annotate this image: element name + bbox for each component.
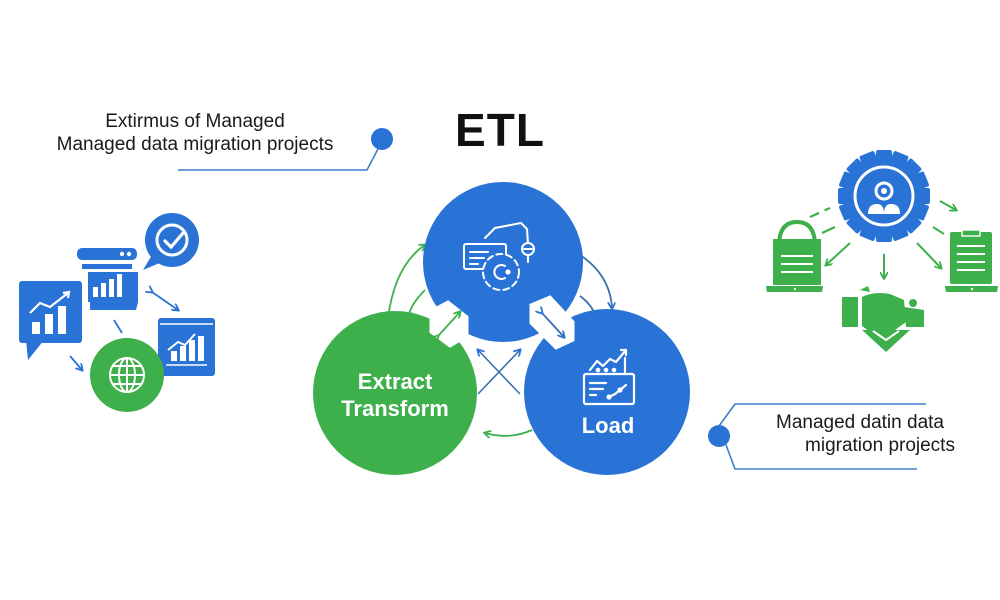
arrow-gear-to-laptop-lock bbox=[826, 242, 851, 265]
connector-badge-left bbox=[429, 300, 469, 348]
callout-bottom-right: Managed datin data migration projects bbox=[730, 411, 990, 457]
cluster-arrow-bidirectional bbox=[152, 292, 178, 310]
callout-top-left-line1: Extirmus of Managed bbox=[105, 111, 285, 132]
arrow-gear-to-laptop-clipboard bbox=[916, 242, 941, 268]
page-title: ETL bbox=[455, 104, 545, 156]
analytics-dashboard-icon bbox=[582, 348, 636, 406]
arrow-extract-to-transform bbox=[387, 245, 425, 319]
checkmark-bubble-icon bbox=[143, 213, 199, 270]
callout-top-left-line2: Managed data migration projects bbox=[56, 134, 334, 155]
circle-transform-label: Transform bbox=[341, 396, 449, 421]
callout-dot-bottom-right bbox=[708, 425, 730, 447]
connector-badge-right bbox=[529, 295, 575, 350]
laptop-lock-icon bbox=[766, 219, 823, 292]
laptop-clipboard-icon bbox=[945, 229, 998, 292]
left-icon-cluster bbox=[19, 213, 215, 412]
data-transform-icon bbox=[463, 222, 535, 291]
callout-connector-bottom-right bbox=[708, 403, 926, 470]
cross-arrow-2 bbox=[478, 350, 521, 395]
right-icon-cluster bbox=[766, 150, 998, 352]
chart-chat-bubble-icon bbox=[19, 281, 82, 360]
circle-extract-label: Extract bbox=[358, 369, 433, 394]
circle-load-label: Load bbox=[582, 413, 635, 438]
callout-top-left: Extirmus of Managed Managed data migrati… bbox=[40, 110, 350, 156]
callout-connector-top-left bbox=[178, 128, 393, 171]
chart-window-icon bbox=[158, 318, 215, 376]
globe-icon bbox=[90, 338, 164, 412]
callout-dot-top-left bbox=[371, 128, 393, 150]
user-gear-icon bbox=[838, 150, 930, 242]
arrow-load-to-extract bbox=[485, 429, 533, 436]
callout-bottom-right-line1: Managed datin data bbox=[776, 412, 944, 433]
cluster-line bbox=[113, 319, 123, 334]
dashboard-browser-icon bbox=[77, 248, 138, 310]
cluster-arrow-down bbox=[69, 355, 82, 370]
gear-dash-left bbox=[809, 206, 831, 219]
arrow-transform-to-load bbox=[579, 254, 612, 308]
callout-bottom-right-line2: migration projects bbox=[805, 435, 955, 456]
arrow-gear-right bbox=[939, 200, 956, 210]
handshake-icon bbox=[842, 286, 924, 352]
circle-load[interactable]: Load bbox=[524, 309, 690, 475]
gear-dash-left-2 bbox=[821, 226, 836, 234]
gear-dash-right bbox=[932, 226, 945, 235]
circle-extract-transform[interactable]: Extract Transform bbox=[313, 311, 477, 475]
